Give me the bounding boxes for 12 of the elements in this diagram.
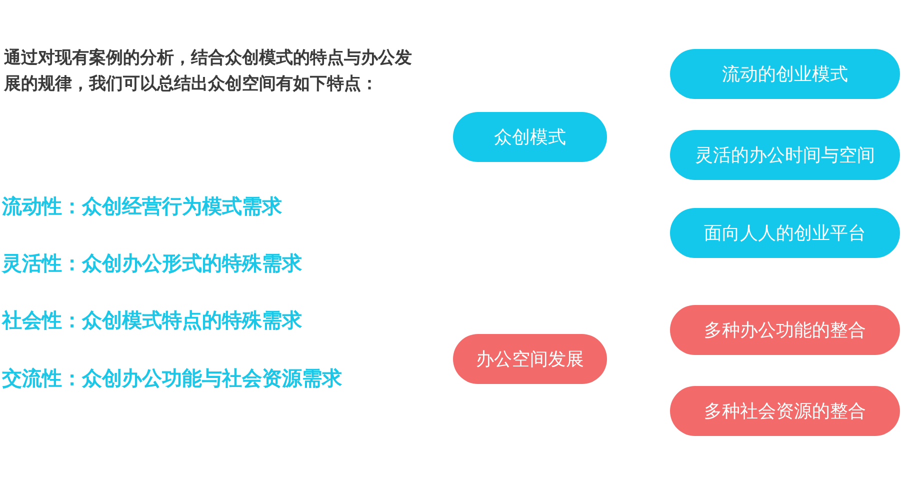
pill-box: 灵活的办公时间与空间: [670, 130, 900, 180]
pill-box: 众创模式: [453, 112, 607, 162]
feature-line: 灵活性：众创办公形式的特殊需求: [2, 252, 303, 277]
pill-box: 流动的创业模式: [670, 49, 900, 99]
feature-line: 交流性：众创办公功能与社会资源需求: [2, 366, 343, 392]
pill-box: 多种办公功能的整合: [670, 305, 900, 355]
pill-box: 办公空间发展: [453, 334, 607, 384]
pill-box: 多种社会资源的整合: [670, 386, 900, 436]
intro-paragraph: 通过对现有案例的分析，结合众创模式的特点与办公发展的规律，我们可以总结出众创空间有如下特点：: [4, 47, 413, 95]
feature-line: 社会性：众创模式特点的特殊需求: [2, 309, 303, 334]
feature-line: 流动性：众创经营行为模式需求: [2, 194, 283, 220]
pill-box: 面向人人的创业平台: [670, 208, 900, 258]
